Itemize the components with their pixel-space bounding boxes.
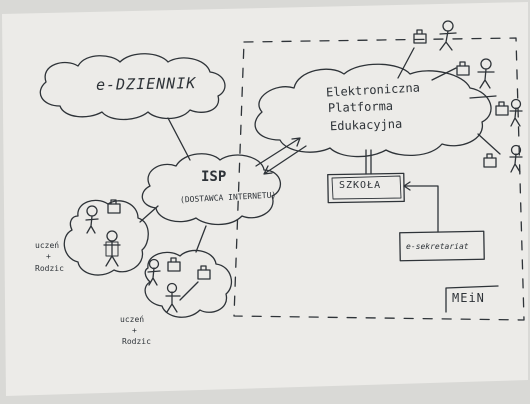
double-arrow [255,137,301,167]
users-2-label-uczen: uczeń [120,315,145,324]
e-dziennik-label: e-DZIENNIK [95,74,197,94]
isp-cloud [141,153,282,226]
e-sekretariat-label: e-sekretariat [406,242,469,251]
users-2-label-rodzic: Rodzic [122,337,151,346]
users-1-label-uczen: uczeń [35,241,60,250]
users-2-label-plus: + [132,326,137,335]
epe-cloud [254,63,492,158]
isp-label: ISP [201,169,227,185]
users-1-label-plus: + [46,252,51,261]
szkola-box [327,172,405,204]
e-dziennik-cloud [39,53,226,121]
epe-label-line3: Edukacyjna [329,116,403,134]
e-sekretariat-box [399,230,485,262]
mein-boundary [233,37,525,321]
users-1-label-rodzic: Rodzic [35,264,64,273]
szkola-label: SZKOŁA [339,180,382,191]
epe-label-line2: Platforma [327,98,394,116]
mein-region-label: MEiN [452,291,485,305]
users-cloud-2 [144,249,233,318]
